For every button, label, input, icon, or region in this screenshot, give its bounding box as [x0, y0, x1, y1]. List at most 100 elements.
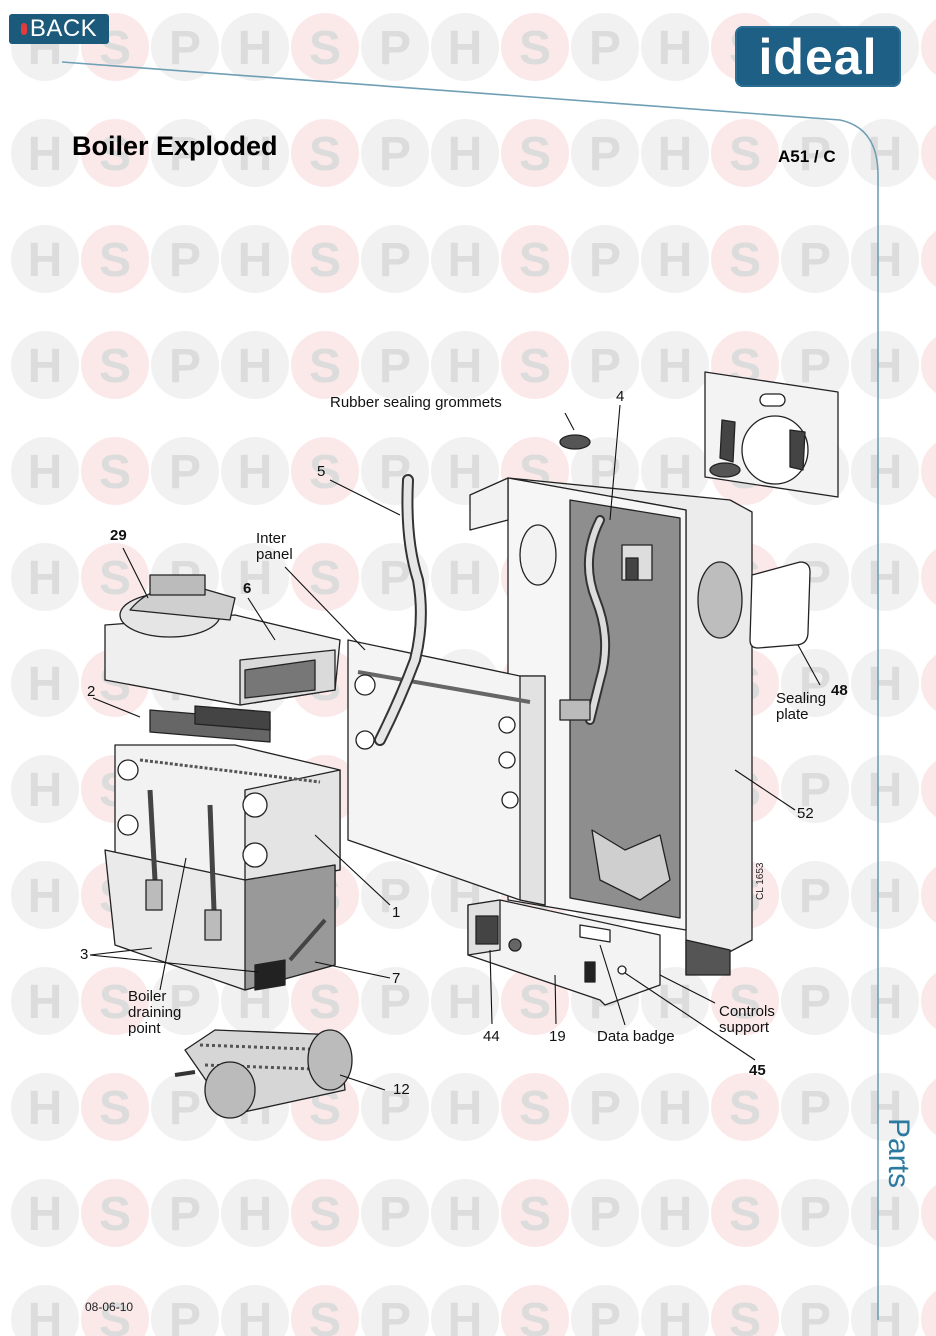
watermark-circle — [921, 654, 936, 712]
label-controls-support-2: support — [719, 1019, 770, 1036]
boiler-casing — [469, 477, 753, 976]
watermark-letter: H — [28, 128, 63, 181]
watermark-circle — [221, 1285, 289, 1336]
label-5: 5 — [317, 463, 326, 480]
watermark-circle — [81, 543, 149, 611]
watermark-circle — [431, 1285, 499, 1336]
watermark-circle — [11, 1179, 79, 1247]
watermark-letter: S — [309, 128, 341, 181]
watermark-letter: S — [99, 446, 131, 499]
watermark-letter: H — [658, 1294, 693, 1336]
watermark-circle — [291, 225, 359, 293]
back-button[interactable]: BACK — [9, 14, 109, 44]
watermark-circle — [571, 331, 639, 399]
fan-assembly — [104, 574, 341, 706]
watermark-circle — [361, 13, 429, 81]
watermark-letter: H — [448, 340, 483, 393]
watermark-circle — [11, 967, 79, 1035]
watermark-letter: H — [658, 1082, 693, 1135]
watermark-circle — [781, 331, 849, 399]
watermark-circle — [851, 331, 919, 399]
watermark-circle — [221, 437, 289, 505]
watermark-letter: S — [519, 976, 551, 1029]
watermark-letter: H — [448, 1082, 483, 1135]
watermark-letter: S — [309, 234, 341, 287]
watermark-letter: H — [28, 1082, 63, 1135]
watermark-letter: S — [99, 340, 131, 393]
watermark-circle — [571, 1073, 639, 1141]
watermark-circle — [361, 225, 429, 293]
watermark-letter: P — [799, 976, 831, 1029]
watermark-circle — [921, 18, 936, 76]
watermark-letter: H — [868, 1294, 903, 1336]
watermark-letter: P — [169, 446, 201, 499]
watermark-circle — [571, 225, 639, 293]
watermark-letter: P — [589, 234, 621, 287]
sealing-plate — [749, 561, 811, 649]
watermark-circle — [221, 119, 289, 187]
watermark-letter: H — [658, 340, 693, 393]
watermark-circle — [781, 967, 849, 1035]
watermark-circle — [921, 336, 936, 394]
watermark-letter: H — [238, 1294, 273, 1336]
watermark-circle — [431, 967, 499, 1035]
watermark-circle — [641, 1179, 709, 1247]
watermark-letter: H — [238, 234, 273, 287]
label-rubber-sealing-grommets: Rubber sealing grommets — [330, 394, 502, 411]
brand-logo: ideal — [735, 26, 901, 87]
watermark-circle — [571, 1179, 639, 1247]
watermark-letter: P — [379, 234, 411, 287]
watermark-circle — [81, 225, 149, 293]
watermark-circle — [711, 1179, 779, 1247]
watermark-circle — [431, 543, 499, 611]
label-inter-panel-1: Inter — [256, 530, 287, 547]
watermark-circle — [431, 1073, 499, 1141]
watermark-circle — [151, 1285, 219, 1336]
watermark-letter: H — [658, 128, 693, 181]
watermark-circle — [711, 119, 779, 187]
watermark-circle — [641, 119, 709, 187]
watermark-circle — [851, 1179, 919, 1247]
watermark-circle — [501, 225, 569, 293]
watermark-letter: P — [169, 234, 201, 287]
watermark-circle — [11, 1285, 79, 1336]
watermark-circle — [361, 119, 429, 187]
watermark-letter: P — [589, 340, 621, 393]
watermark-circle — [151, 119, 219, 187]
watermark-circle — [921, 124, 936, 182]
watermark-letter: H — [28, 340, 63, 393]
watermark-letter: H — [238, 552, 273, 605]
watermark-circle — [11, 331, 79, 399]
label-boiler-draining-3: point — [128, 1020, 161, 1037]
label-sealing-plate-2: plate — [776, 706, 809, 723]
watermark-circle — [11, 119, 79, 187]
watermark-letter: S — [99, 1294, 131, 1336]
watermark-letter: S — [729, 128, 761, 181]
watermark-letter: H — [28, 658, 63, 711]
watermark-circle — [851, 649, 919, 717]
watermark-letter: H — [868, 128, 903, 181]
watermark-letter: H — [28, 976, 63, 1029]
watermark-letter: H — [658, 446, 693, 499]
watermark-letter: H — [238, 128, 273, 181]
page-title: Boiler Exploded — [72, 131, 278, 161]
watermark-letter: S — [99, 1082, 131, 1135]
watermark-letter: H — [28, 870, 63, 923]
watermark-letter: P — [379, 1082, 411, 1135]
watermark-letter: H — [868, 1188, 903, 1241]
watermark-circle — [81, 1179, 149, 1247]
watermark-circle — [781, 861, 849, 929]
watermark-circle — [851, 967, 919, 1035]
watermark-letter: H — [868, 552, 903, 605]
diagram-code: A51 / C — [778, 147, 836, 166]
watermark-circle — [291, 1179, 359, 1247]
watermark-circle — [781, 1285, 849, 1336]
inter-panel — [347, 639, 546, 906]
watermark-circle — [641, 13, 709, 81]
watermark-circle — [81, 331, 149, 399]
watermark-letter: S — [729, 1188, 761, 1241]
burner — [174, 1029, 353, 1119]
back-button-label: BACK — [29, 15, 98, 42]
watermark-letter: H — [238, 22, 273, 75]
